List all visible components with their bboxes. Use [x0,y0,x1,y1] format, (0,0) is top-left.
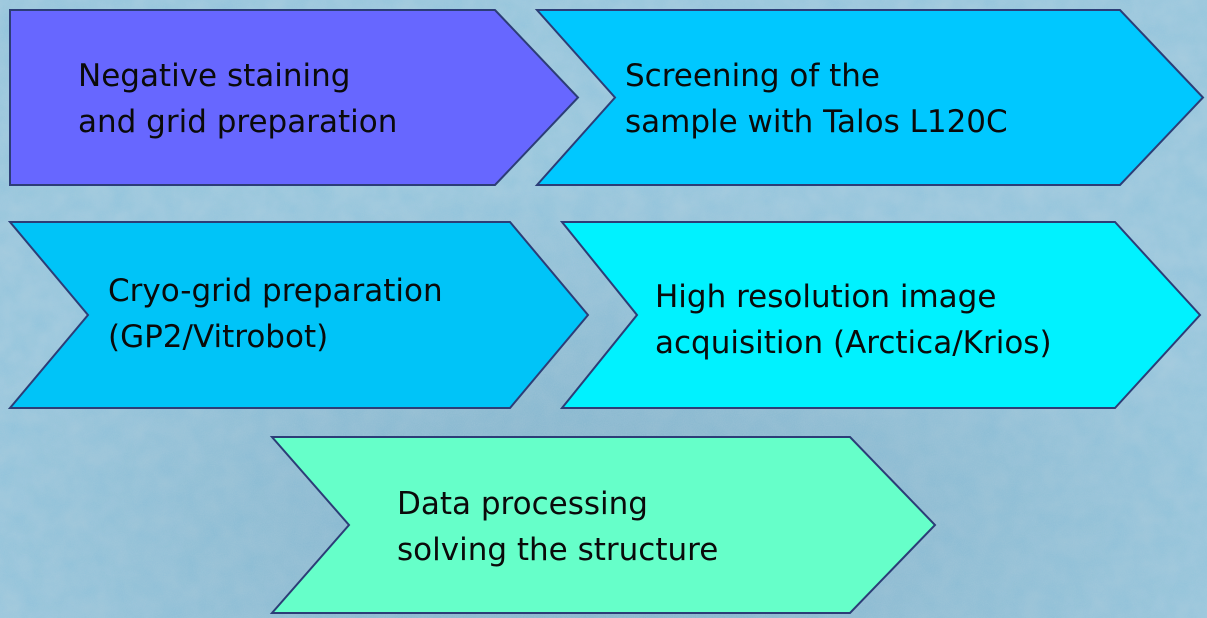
step-label-line: and grid preparation [78,104,398,140]
step-label-cryo-grid: Cryo-grid preparation (GP2/Vitrobot) [108,268,443,360]
step-arrow-screening [534,9,1205,186]
step-arrow-data-processing [269,436,937,614]
step-label-line: (GP2/Vitrobot) [108,319,329,355]
step-arrow-high-resolution [559,221,1202,409]
step-label-line: Negative staining [78,58,351,94]
step-label-high-resolution: High resolution image acquisition (Arcti… [655,274,1052,366]
step-label-line: Data processing [397,486,648,522]
step-label-data-processing: Data processing solving the structure [397,481,718,573]
step-label-line: High resolution image [655,279,997,315]
step-arrow-cryo-grid [7,221,590,409]
step-label-line: Cryo-grid preparation [108,273,443,309]
step-label-screening: Screening of the sample with Talos L120C [625,53,1008,145]
step-label-line: acquisition (Arctica/Krios) [655,325,1052,361]
step-label-line: Screening of the [625,58,880,94]
step-label-line: sample with Talos L120C [625,104,1008,140]
step-label-negative-staining: Negative staining and grid preparation [78,53,397,145]
step-label-line: solving the structure [397,532,719,568]
step-arrow-negative-staining [9,9,580,186]
